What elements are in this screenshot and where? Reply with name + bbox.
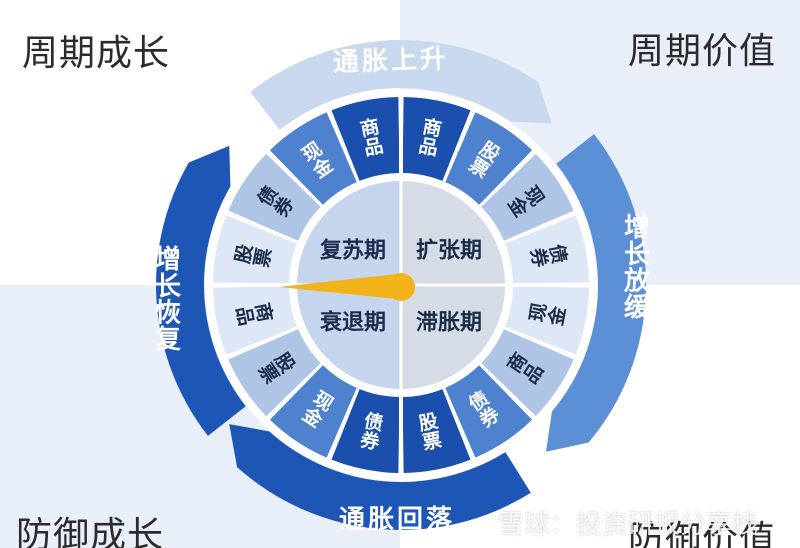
svg-text:复: 复 xyxy=(155,325,182,355)
segment-top_left-0 xyxy=(213,215,297,284)
svg-text:票: 票 xyxy=(421,429,444,454)
asset-label-bottom_left-0: 债券 xyxy=(357,409,385,454)
phase-label-recovery: 复苏期 xyxy=(319,238,386,264)
quadrant-label-cyclical-growth: 周期成长 xyxy=(22,33,171,74)
svg-text:商: 商 xyxy=(421,115,444,141)
svg-text:品: 品 xyxy=(362,135,385,160)
clock-pointer xyxy=(279,274,397,299)
quadrant-label-defensive-value: 防御价值 xyxy=(628,519,777,548)
svg-text:股: 股 xyxy=(417,410,440,435)
phase-label-recession: 衰退期 xyxy=(319,310,386,336)
arc-label-inflation-falling: 通胀回落 xyxy=(339,505,455,535)
svg-text:增: 增 xyxy=(624,212,650,243)
segment-bottom_left-3 xyxy=(213,286,297,355)
asset-label-bottom_right-3: 股票 xyxy=(417,410,444,454)
phase-label-stagflation: 滞胀期 xyxy=(416,311,482,336)
segment-bottom_right-2 xyxy=(445,365,533,458)
segment-top_right-3 xyxy=(505,215,589,284)
svg-text:长: 长 xyxy=(155,272,182,302)
watermark-text: 雪球：投资研报分享栈 xyxy=(498,510,759,540)
phase-label-expansion: 扩张期 xyxy=(416,239,482,264)
svg-text:票: 票 xyxy=(251,246,276,269)
arrow-top xyxy=(250,39,552,130)
svg-text:恢: 恢 xyxy=(155,298,181,328)
svg-text:现: 现 xyxy=(526,301,551,324)
arrow-bottom xyxy=(229,424,531,530)
svg-text:品: 品 xyxy=(232,305,257,328)
quadrant-label-cyclical-value: 周期价值 xyxy=(627,31,776,72)
segment-top_right-0 xyxy=(402,97,471,181)
asset-label-top_right-3: 债券 xyxy=(526,242,571,270)
svg-text:债: 债 xyxy=(545,242,571,265)
segment-top_right-1 xyxy=(445,112,533,205)
svg-text:股: 股 xyxy=(232,242,257,265)
svg-text:商: 商 xyxy=(251,301,277,324)
segment-bottom_left-0 xyxy=(331,389,400,473)
segment-top_left-3 xyxy=(331,97,400,181)
svg-text:品: 品 xyxy=(417,135,440,160)
asset-label-bottom_right-0: 现金 xyxy=(526,301,570,329)
asset-label-top_left-0: 股票 xyxy=(232,242,276,269)
asset-label-bottom_left-3: 商品 xyxy=(232,301,277,328)
arrow-right xyxy=(545,134,646,452)
segment-bottom_left-2 xyxy=(228,329,321,417)
svg-text:商: 商 xyxy=(358,115,381,141)
inner-quadrant-recession xyxy=(297,285,401,389)
segment-bottom_right-1 xyxy=(481,329,574,417)
inner-quadrant-expansion xyxy=(401,181,505,285)
segment-bottom_left-1 xyxy=(269,365,357,458)
inner-quadrant-stagflation xyxy=(401,285,505,389)
inner-quadrant-recovery xyxy=(297,181,401,285)
arc-label-inflation-rising: 通胀上升 xyxy=(333,44,450,78)
svg-text:放: 放 xyxy=(623,265,651,296)
pointer-hub xyxy=(387,273,415,301)
segment-bottom_right-3 xyxy=(402,389,471,473)
segment-top_right-2 xyxy=(481,153,574,241)
segment-bottom_right-0 xyxy=(505,286,589,355)
segment-top_left-2 xyxy=(269,112,357,205)
asset-label-top_left-3: 商品 xyxy=(358,115,385,160)
quadrant-label-defensive-growth: 防御成长 xyxy=(16,515,165,548)
segment-top_left-1 xyxy=(228,153,321,241)
svg-text:缓: 缓 xyxy=(624,292,651,323)
arrow-left xyxy=(156,145,246,436)
svg-text:债: 债 xyxy=(362,409,385,435)
asset-label-top_right-0: 商品 xyxy=(417,115,444,160)
svg-text:长: 长 xyxy=(624,240,651,270)
svg-text:增: 增 xyxy=(155,244,181,275)
